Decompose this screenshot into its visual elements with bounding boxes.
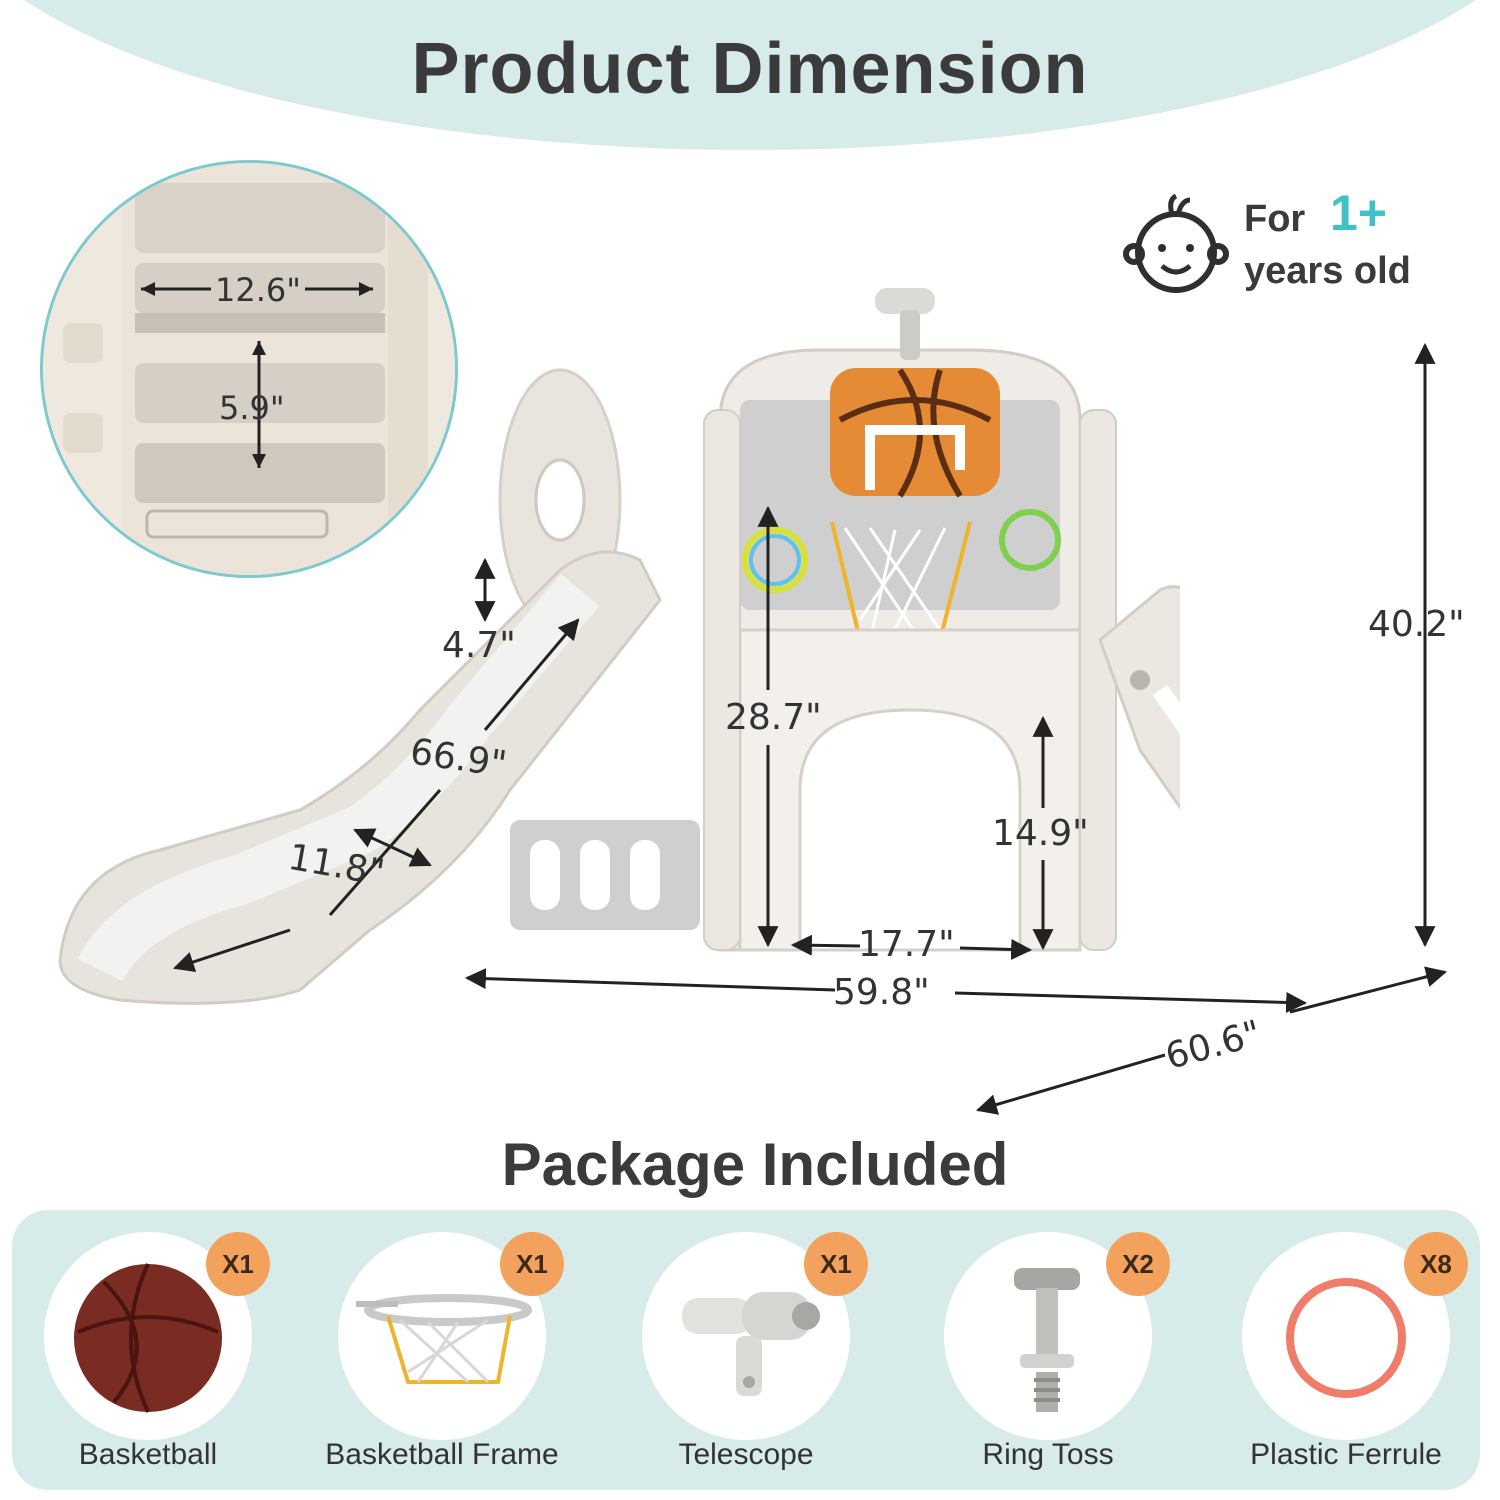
playset-illustration bbox=[58, 288, 1180, 1005]
baby-face-icon bbox=[1123, 193, 1229, 293]
ladder bbox=[1098, 585, 1180, 810]
hoop-frame-icon bbox=[356, 1294, 532, 1384]
package-item-label: Ring Toss bbox=[982, 1438, 1114, 1471]
package-item-label: Basketball bbox=[78, 1438, 218, 1471]
slide-side-height-label: 4.7" bbox=[442, 625, 516, 666]
package-item-basketball-frame: X1 Basketball Frame bbox=[312, 1230, 572, 1490]
age-prefix: For bbox=[1244, 198, 1306, 240]
package-title: Package Included bbox=[501, 1131, 1009, 1198]
age-indicator: For 1+ years old bbox=[1120, 185, 1460, 298]
package-item-label: Telescope bbox=[678, 1438, 814, 1471]
package-item-telescope: X1 Telescope bbox=[616, 1230, 876, 1490]
ring-toss-icon bbox=[1014, 1268, 1080, 1412]
package-item-ring-toss: X2 Ring Toss bbox=[918, 1230, 1178, 1490]
dimension-arrows bbox=[173, 342, 1448, 1115]
package-item-label: Plastic Ferrule bbox=[1250, 1438, 1442, 1471]
basketball-icon bbox=[74, 1263, 222, 1413]
telescope-icon bbox=[682, 1292, 820, 1396]
tunnel-width-label: 17.7" bbox=[858, 924, 955, 965]
total-length-label: 59.8" bbox=[833, 972, 930, 1013]
platform-height-label: 28.7" bbox=[725, 697, 822, 738]
step-width-label: 12.6" bbox=[211, 271, 305, 309]
tunnel-height-label: 14.9" bbox=[992, 813, 1089, 854]
qty-badge: X1 bbox=[206, 1232, 270, 1296]
age-suffix: years old bbox=[1244, 250, 1411, 292]
qty-badge: X1 bbox=[804, 1232, 868, 1296]
tunnel-arch bbox=[798, 708, 1022, 952]
qty-badge: X1 bbox=[500, 1232, 564, 1296]
ring-icon bbox=[1286, 1278, 1406, 1398]
package-item-plastic-ferrule: X8 Plastic Ferrule bbox=[1216, 1230, 1476, 1490]
page-title: Product Dimension bbox=[411, 29, 1089, 109]
qty-badge: X8 bbox=[1404, 1232, 1468, 1296]
telescope-top bbox=[875, 288, 935, 314]
package-item-label: Basketball Frame bbox=[325, 1438, 559, 1471]
age-number: 1+ bbox=[1330, 185, 1388, 241]
steps-illustration bbox=[43, 163, 455, 575]
step-height-label: 5.9" bbox=[219, 389, 285, 427]
step-detail-inset: 12.6" 5.9" bbox=[40, 160, 458, 578]
qty-badge: X2 bbox=[1106, 1232, 1170, 1296]
package-item-basketball: X1 Basketball bbox=[18, 1230, 278, 1490]
total-height-label: 40.2" bbox=[1368, 604, 1465, 645]
